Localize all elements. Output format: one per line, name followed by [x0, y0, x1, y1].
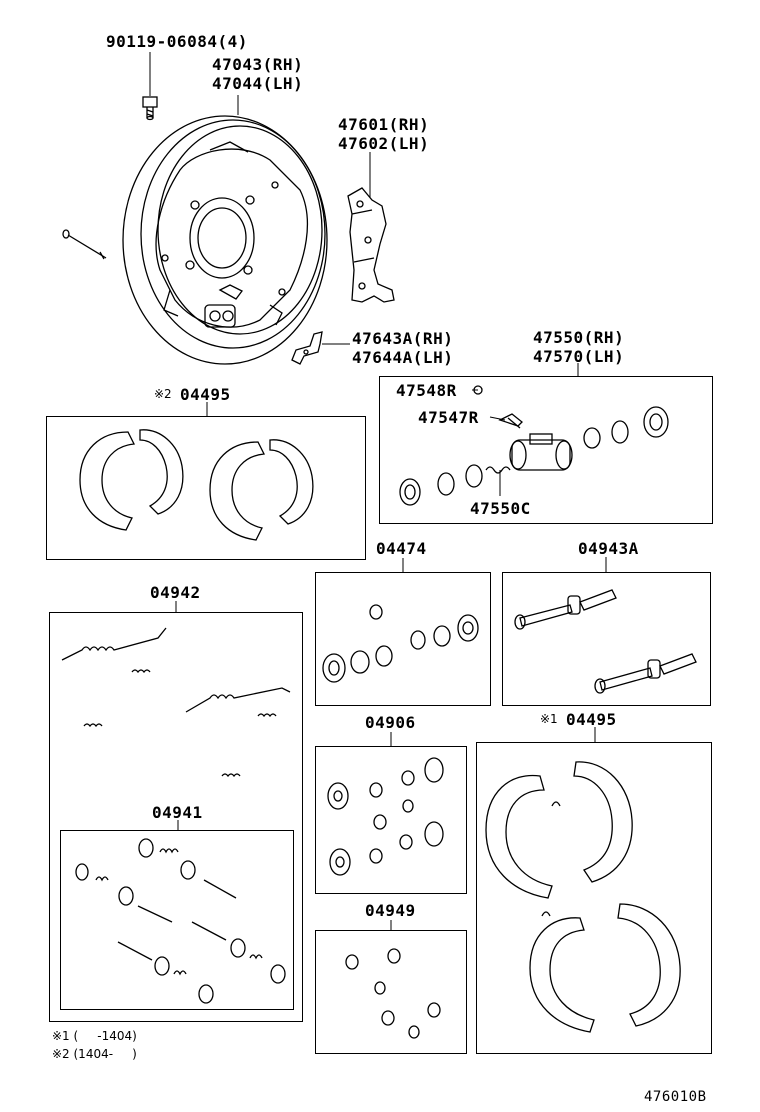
- brake-shoe-kit-2-drawing: [79, 429, 314, 541]
- label-bleeder-plug: 47547R: [418, 408, 479, 427]
- hold-down-pin-drawing: [62, 229, 107, 260]
- spring-set-drawing: [75, 838, 286, 1004]
- adjuster-drawing: [514, 589, 697, 694]
- label-spring-set: 04941: [152, 803, 203, 822]
- label-cup-kit: 04474: [376, 539, 427, 558]
- seal-kit-drawing: [327, 757, 444, 876]
- backing-plate-drawing: [122, 115, 328, 365]
- shoe-kit-1-box: [476, 742, 712, 1054]
- label-strut-rh: 47643A(RH): [352, 329, 454, 348]
- spring-kit-box: [49, 612, 303, 1022]
- mark-shoe-kit-2: ※2: [154, 387, 172, 401]
- leader-lines: [149, 52, 607, 930]
- label-lever-rh: 47601(RH): [338, 115, 430, 134]
- label-backing-plate-lh: 47044(LH): [212, 74, 304, 93]
- footnote-2: ※2 (1404- ): [52, 1047, 137, 1061]
- wheel-cylinder-drawing: [399, 385, 669, 506]
- label-boot-kit: 04949: [365, 901, 416, 920]
- label-lever-lh: 47602(LH): [338, 134, 430, 153]
- bolt-drawing: [142, 96, 158, 121]
- parking-brake-lever-drawing: [347, 187, 395, 303]
- adjuster-box: [502, 572, 711, 706]
- label-shoe-kit-2: 04495: [180, 385, 231, 404]
- footnote-1: ※1 ( -1404): [52, 1029, 137, 1043]
- diagram-reference-number: 476010B: [644, 1089, 707, 1105]
- spring-set-box: [60, 830, 294, 1010]
- label-wheel-cylinder-lh: 47570(LH): [533, 347, 625, 366]
- label-backing-plate-rh: 47043(RH): [212, 55, 304, 74]
- label-strut-lh: 47644A(LH): [352, 348, 454, 367]
- label-bleeder-cap: 47548R: [396, 381, 457, 400]
- label-seal-kit: 04906: [365, 713, 416, 732]
- cup-kit-drawing: [322, 604, 479, 683]
- strut-drawing: [291, 331, 323, 365]
- shoe-kit-2-box: [46, 416, 366, 560]
- spring-kit-drawing: [61, 627, 291, 778]
- label-spring-kit: 04942: [150, 583, 201, 602]
- label-wheel-cylinder-rh: 47550(RH): [533, 328, 625, 347]
- mark-shoe-kit-1: ※1: [540, 712, 558, 726]
- brake-shoe-kit-1-drawing: [485, 761, 681, 1033]
- seal-kit-box: [315, 746, 467, 894]
- label-bolt: 90119-06084(4): [106, 32, 248, 51]
- cup-kit-box: [315, 572, 491, 706]
- label-adjuster: 04943A: [578, 539, 639, 558]
- wheel-cylinder-box: [379, 376, 713, 524]
- boot-kit-box: [315, 930, 467, 1054]
- boot-kit-drawing: [345, 948, 441, 1039]
- label-cylinder-spring: 47550C: [470, 499, 531, 518]
- label-shoe-kit-1: 04495: [566, 710, 617, 729]
